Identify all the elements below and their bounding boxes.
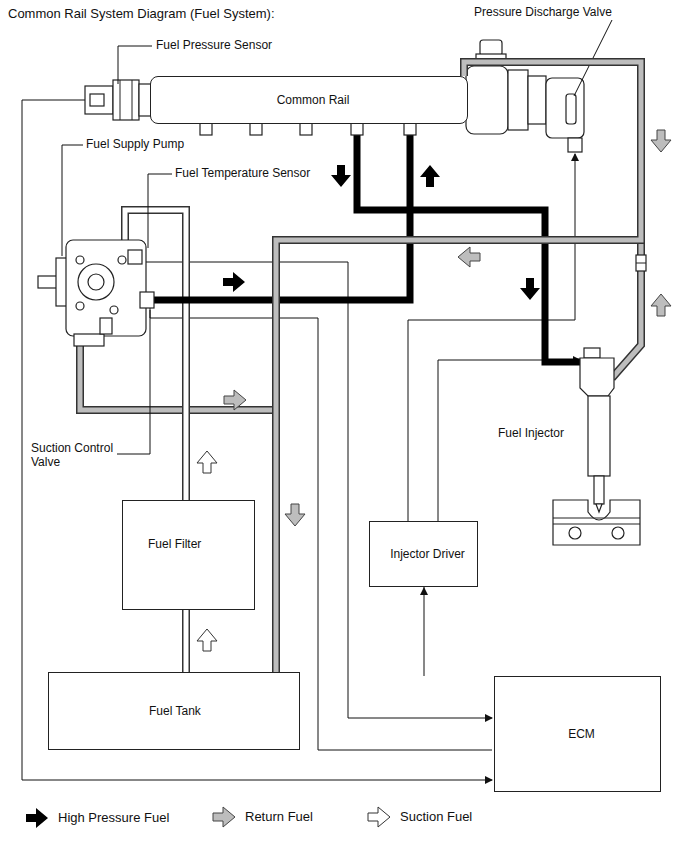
signal-wire [420,587,428,676]
box-label: Fuel Tank [149,704,201,718]
component-box: Fuel Tank [48,672,300,750]
diagram-title: Common Rail System Diagram (Fuel System)… [6,6,277,22]
part-label: Fuel Temperature Sensor [173,166,312,180]
arrow-head [420,587,428,595]
component-box: Common Rail [150,76,468,124]
box-label: Fuel Filter [148,537,201,551]
box-label: Common Rail [277,93,350,107]
box-label: ECM [568,727,595,741]
legend-text: Return Fuel [243,809,315,825]
legend-text: Suction Fuel [398,809,474,825]
fuel-line [276,62,641,672]
part-label: Pressure Discharge Valve [472,5,614,19]
component-box: Injector Driver [369,521,478,587]
part-label: Fuel Pressure Sensor [154,38,274,52]
part-label: Fuel Injector [496,426,566,440]
legend-text: High Pressure Fuel [56,810,171,826]
fuel-line [186,610,187,672]
part-label: Fuel Supply Pump [84,137,186,151]
component-box: ECM [494,676,661,792]
box-label: Injector Driver [390,547,465,561]
component-box: Fuel Filter [122,500,255,610]
part-label: Suction Control Valve [29,441,117,470]
